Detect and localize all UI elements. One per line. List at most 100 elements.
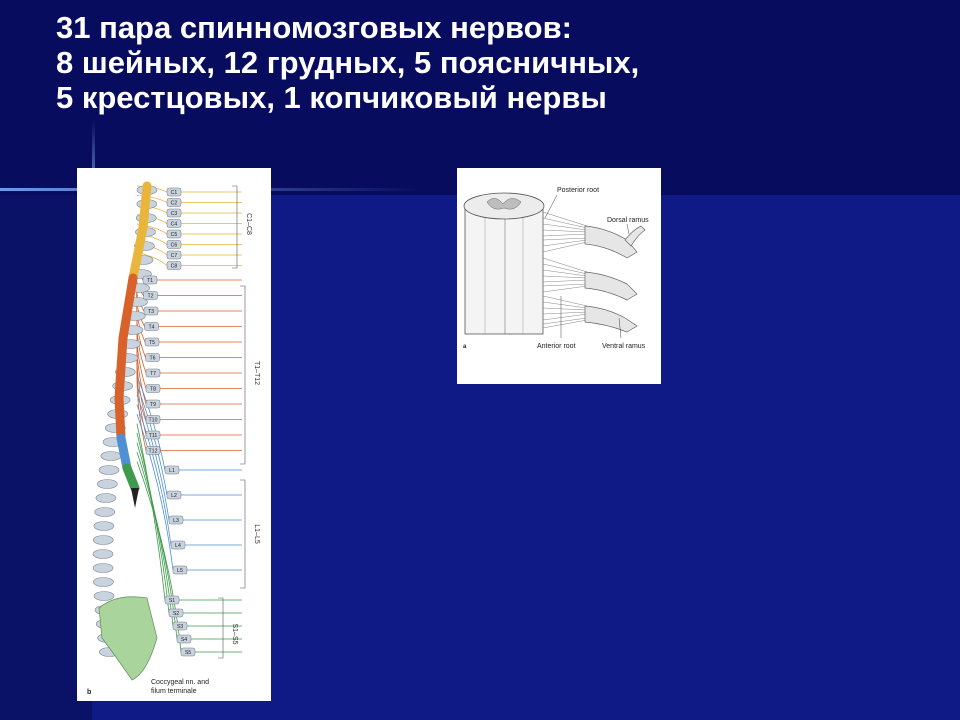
bracket-lumbar xyxy=(240,479,246,589)
segment-label: S3 xyxy=(177,624,183,630)
bracket-cervical xyxy=(232,185,238,269)
nerve-line xyxy=(136,404,242,546)
conus-medullaris xyxy=(131,488,139,508)
nerve-line xyxy=(136,432,242,614)
coccygeal-caption-line2: filum terminale xyxy=(151,688,197,695)
segment-box xyxy=(166,187,182,197)
segment-box xyxy=(166,250,182,260)
label-dorsal-ramus: Dorsal ramus xyxy=(607,217,649,224)
segment-box xyxy=(166,198,182,207)
segment-label: L3 xyxy=(173,518,179,524)
segment-label: C8 xyxy=(171,264,178,270)
cord-segment xyxy=(128,223,148,283)
nerve-line xyxy=(136,375,242,471)
label-anterior-root: Anterior root xyxy=(537,343,576,350)
vertebra-spinous xyxy=(98,465,120,475)
segment-box xyxy=(166,219,182,228)
vertebra-spinous xyxy=(92,535,114,545)
sacrum xyxy=(98,596,158,681)
cord-segment xyxy=(122,463,140,493)
vertebra-spinous xyxy=(92,563,114,573)
segment-box xyxy=(145,399,161,409)
segment-label: T1 xyxy=(147,278,153,284)
segment-label: T9 xyxy=(150,402,156,408)
segment-label: T5 xyxy=(149,340,155,346)
segment-box xyxy=(166,490,182,500)
vertebra-spinous xyxy=(94,507,116,517)
segment-box xyxy=(170,540,186,550)
cord-column xyxy=(464,205,544,335)
cord-segment xyxy=(114,393,126,443)
title-line-1: 31 пара спинномозговых нервов: xyxy=(56,10,572,45)
segment-box xyxy=(166,208,182,218)
segment-box xyxy=(144,337,160,347)
segment-label: S4 xyxy=(181,637,187,643)
segment-box xyxy=(145,446,161,455)
posterior-root-leader xyxy=(544,194,558,219)
segment-label: C6 xyxy=(171,243,178,249)
segment-label: C2 xyxy=(171,201,178,207)
bracket-label-lumbar: L1–L5 xyxy=(253,524,260,544)
bracket-label-cervical: C1–C8 xyxy=(245,213,252,235)
spinal-roots-figure: Posterior root Dorsal ramus Anterior roo… xyxy=(457,168,661,384)
segment-box xyxy=(176,634,192,644)
segment-box xyxy=(180,647,196,657)
panel-letter-a: a xyxy=(463,344,467,350)
nerve-line xyxy=(136,394,242,521)
segment-label: C7 xyxy=(171,253,178,259)
nerve-line xyxy=(136,423,242,601)
nerve-root-level-3 xyxy=(542,295,638,333)
nerve-line xyxy=(136,299,242,343)
nerve-root-level-1 xyxy=(542,211,646,259)
segment-label: L5 xyxy=(177,568,183,574)
panel-letter-b: b xyxy=(87,689,91,696)
vertebra-spinous xyxy=(93,521,115,531)
background-top-band xyxy=(0,0,960,195)
segment-box xyxy=(164,595,180,605)
segment-box xyxy=(144,322,159,331)
grey-matter xyxy=(486,198,522,210)
vertebra-spinous xyxy=(93,577,114,587)
cord-segment xyxy=(114,333,128,403)
segment-box xyxy=(166,240,182,249)
vertebra-spinous xyxy=(92,549,114,559)
segment-label: C5 xyxy=(171,232,178,238)
vertebra-spinous xyxy=(93,591,115,601)
segment-box xyxy=(145,415,161,424)
region-brackets xyxy=(218,185,246,659)
segment-box xyxy=(166,229,182,239)
segment-box xyxy=(164,465,180,475)
nerve-line xyxy=(136,309,242,358)
segment-label: L4 xyxy=(175,543,181,549)
vertebral-column xyxy=(92,185,158,681)
segment-label: S2 xyxy=(173,611,179,617)
coccygeal-caption-line1: Coccygeal nn. and xyxy=(151,679,209,686)
segment-label: T2 xyxy=(147,294,153,300)
segment-box xyxy=(168,515,184,525)
cord-segment xyxy=(116,433,132,473)
bracket-thoracic xyxy=(240,285,246,465)
segment-label: T6 xyxy=(149,356,155,362)
nerve-line xyxy=(136,385,242,496)
segment-label: C4 xyxy=(171,222,178,228)
segment-box xyxy=(142,275,158,285)
vertebra-spinous xyxy=(97,479,118,489)
nerve-line xyxy=(136,451,242,640)
title-line-2: 8 шейных, 12 грудных, 5 поясничных, xyxy=(56,45,640,80)
slide-title: 31 пара спинномозговых нервов: 8 шейных,… xyxy=(56,10,936,115)
segment-box xyxy=(145,368,161,378)
segment-label: T8 xyxy=(150,387,156,393)
segment-box xyxy=(166,261,182,270)
segment-label: L2 xyxy=(171,493,177,499)
ventral-ramus-leader xyxy=(618,317,622,339)
segment-box xyxy=(172,621,188,631)
title-line-3: 5 крестцовых, 1 копчиковый нервы xyxy=(56,80,607,115)
spinal-cord xyxy=(114,181,152,508)
segment-label: S1 xyxy=(169,598,175,604)
label-ventral-ramus: Ventral ramus xyxy=(602,343,646,350)
segment-label: T4 xyxy=(148,325,154,331)
segment-box xyxy=(145,430,161,440)
segment-label: L1 xyxy=(169,468,175,474)
dorsal-ramus-leader xyxy=(626,223,630,235)
